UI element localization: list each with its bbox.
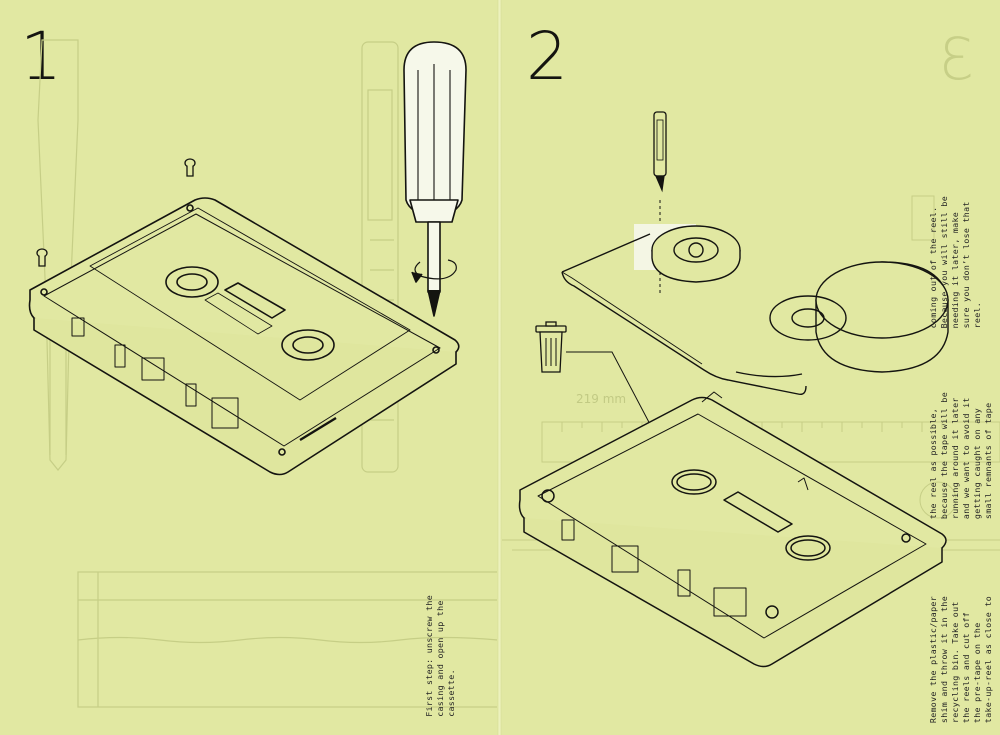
step-2-caption: Remove the plastic/paper shim and throw … [928,596,993,724]
page-step-1: 1 [0,0,499,735]
open-cassette-casing [518,391,947,668]
trash-bin-icon [535,321,653,429]
screwdriver-icon [403,41,467,317]
step-2-number: 2 [526,18,568,95]
page-step-2: 2 3 219 mm [502,0,1000,735]
cassette-icon [28,197,460,476]
step-2-caption-cont: the reel as possible, because the tape w… [928,392,993,520]
step-2-illustration [502,111,1000,668]
ruler-label: 219 mm [576,392,627,406]
step-1-illustration [28,39,499,708]
page-fold [497,0,502,735]
step-2-caption-cont2: coming out of the reel. Because you will… [928,196,982,329]
cutter-knife-icon [653,111,667,295]
step-1-caption: First step: unscrew the casing and open … [424,595,456,717]
tape-reel-icon [561,225,949,396]
